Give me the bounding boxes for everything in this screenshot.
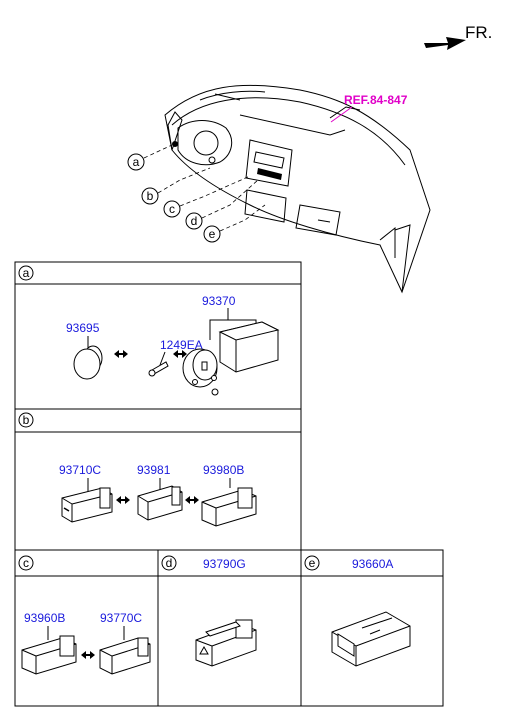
section-e-letter: e [309, 556, 316, 570]
part-93980B-switch [201, 487, 257, 527]
part-93960B-switch [21, 635, 77, 675]
part-1249EA-label: 1249EA [160, 338, 203, 352]
arrow-a2-icon [173, 350, 187, 358]
part-93710C-label: 93710C [59, 463, 101, 477]
part-93790G-label: 93790G [203, 557, 246, 571]
section-a-letter: a [23, 266, 30, 280]
section-a: a 93695 1249EA 93370 [18, 265, 280, 396]
reference-callout: REF.84-847 [330, 93, 408, 123]
svg-text:e: e [209, 227, 216, 241]
svg-text:b: b [147, 189, 154, 203]
section-b-letter: b [23, 413, 30, 427]
arrow-c1-icon [81, 651, 95, 659]
section-d: d 93790G [161, 555, 257, 667]
part-93695-cap [73, 345, 103, 380]
part-93980B-label: 93980B [203, 463, 244, 477]
section-c-letter: c [23, 556, 29, 570]
section-frames [14, 261, 444, 707]
arrow-b1-icon [116, 496, 130, 504]
part-93981-label: 93981 [137, 463, 171, 477]
part-93660A-label: 93660A [352, 557, 393, 571]
part-93981-switch [137, 485, 183, 521]
section-e: e 93660A [304, 555, 411, 667]
svg-text:a: a [133, 155, 140, 169]
svg-text:c: c [169, 202, 175, 216]
part-93370-unit [182, 321, 280, 396]
overview-callouts: a b c d e [127, 144, 266, 243]
svg-text:d: d [191, 214, 198, 228]
part-93770C-switch [99, 637, 151, 675]
front-direction-indicator: FR. [424, 23, 492, 50]
callout-d: d [185, 179, 259, 230]
dashboard-overview [164, 84, 431, 294]
part-93660A-connector [331, 611, 411, 667]
part-93790G-hazard-switch [195, 619, 257, 667]
section-d-letter: d [166, 556, 173, 570]
screw-icon [148, 361, 169, 377]
reference-label: REF.84-847 [344, 93, 408, 107]
front-label: FR. [465, 23, 492, 42]
callout-b: b [141, 167, 211, 205]
part-93370-label: 93370 [202, 294, 236, 308]
part-93695-label: 93695 [66, 321, 100, 335]
callout-c: c [163, 175, 251, 218]
part-93960B-label: 93960B [24, 611, 65, 625]
arrow-b2-icon [185, 496, 199, 504]
part-93710C-switch [61, 487, 113, 523]
arrow-a1-icon [114, 350, 128, 358]
section-b: b 93710C 93981 93980B [18, 412, 257, 527]
front-arrow-icon [424, 37, 466, 50]
callout-a: a [127, 144, 173, 171]
section-c: c 93960B 93770C [18, 555, 151, 675]
callout-e: e [203, 204, 266, 243]
part-93770C-label: 93770C [100, 611, 142, 625]
